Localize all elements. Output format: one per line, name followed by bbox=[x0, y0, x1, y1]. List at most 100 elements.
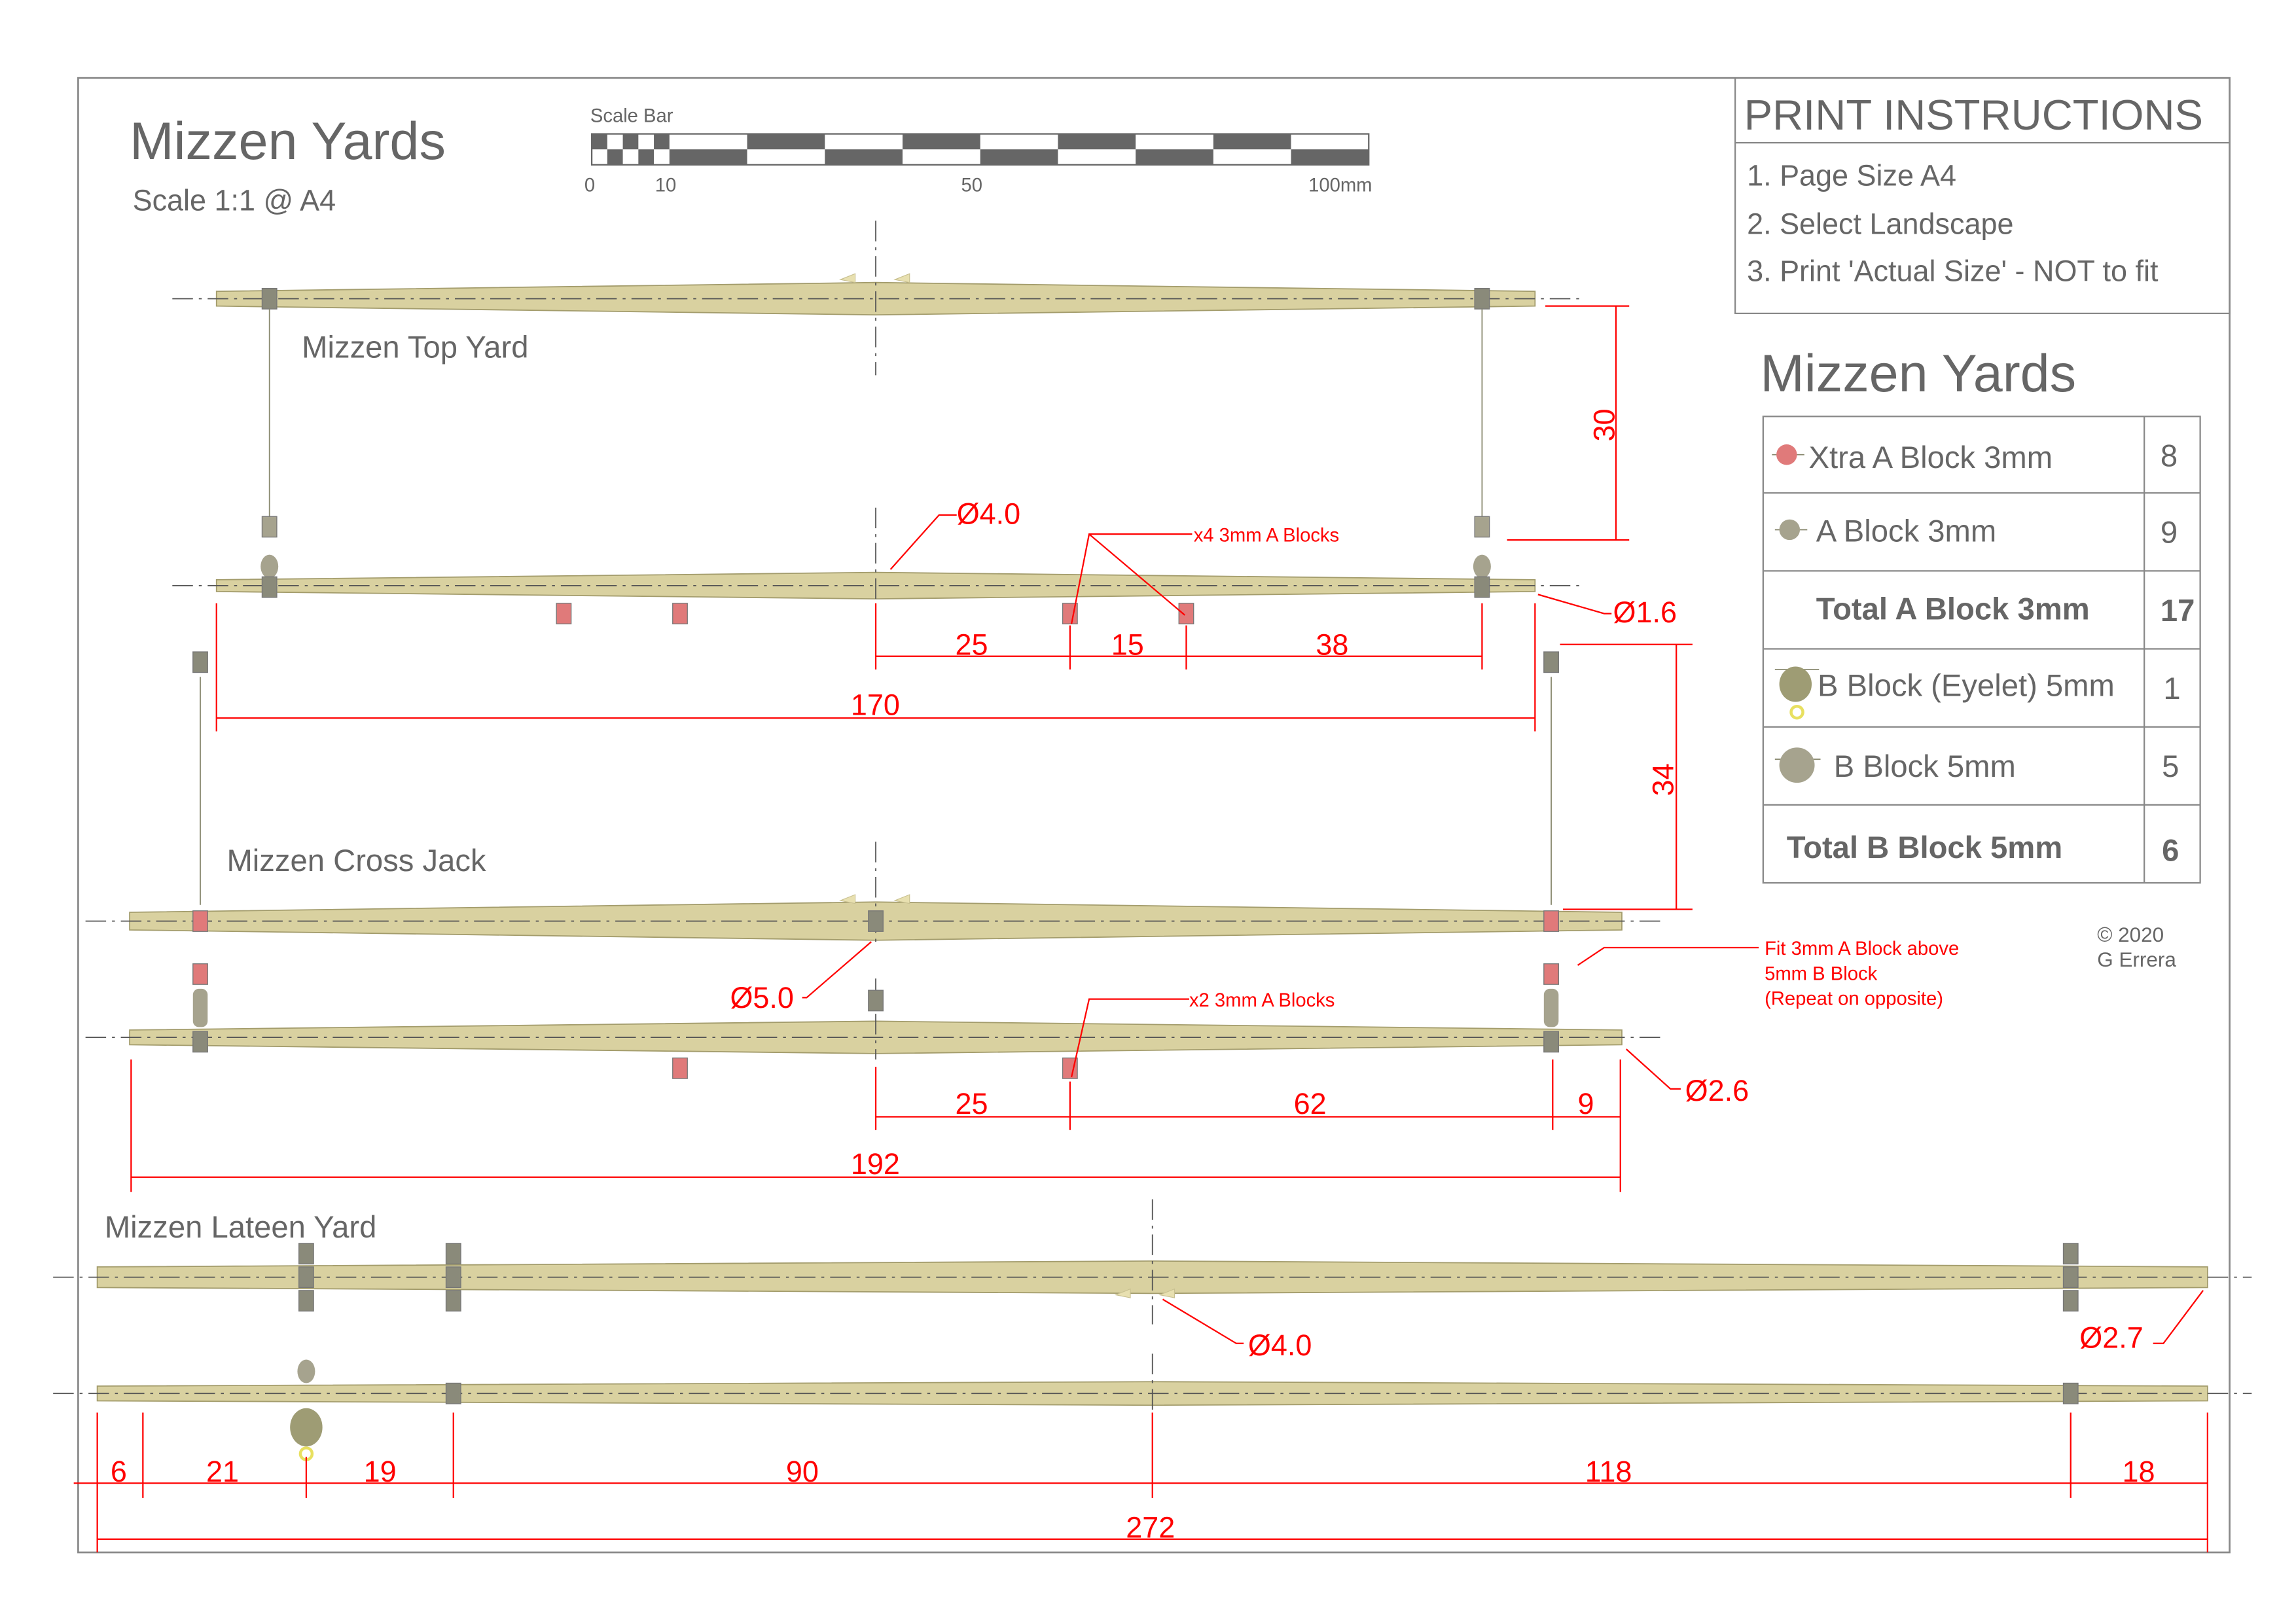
dim-value: 15 bbox=[1111, 628, 1144, 662]
instruction-3: 3. Print 'Actual Size' - NOT to fit bbox=[1747, 254, 2159, 287]
a-block bbox=[2062, 1243, 2079, 1265]
dim-value: 9 bbox=[1578, 1087, 1594, 1120]
parts-table: Mizzen Yards Xtra A Block 3mm A Block 3m… bbox=[1760, 344, 2201, 884]
scale-note: Scale 1:1 @ A4 bbox=[133, 184, 336, 217]
scale-bar-segment bbox=[622, 134, 639, 150]
xtra-a-block bbox=[1178, 603, 1194, 625]
cleat bbox=[1114, 1288, 1131, 1298]
b-block-icon bbox=[1774, 747, 1821, 783]
dim-value: 34 bbox=[1647, 763, 1680, 796]
instruction-2: 2. Select Landscape bbox=[1747, 207, 2013, 240]
scale-bar-segment bbox=[1136, 149, 1213, 165]
lateen-yard-label: Mizzen Lateen Yard bbox=[105, 1210, 376, 1245]
scale-bar-segment bbox=[654, 134, 670, 150]
top-yard-diameter: Ø4.0 bbox=[957, 497, 1020, 530]
scale-bar-segment bbox=[592, 134, 607, 150]
row-label: B Block (Eyelet) 5mm bbox=[1818, 668, 2115, 703]
cross-jack-note-2: 5mm B Block bbox=[1765, 963, 1877, 984]
scale-tick-0: 0 bbox=[584, 175, 595, 196]
row-qty: 6 bbox=[2162, 833, 2179, 868]
xtra-a-block bbox=[556, 603, 572, 625]
red-block-icon bbox=[1772, 444, 1804, 465]
a-block bbox=[261, 288, 278, 310]
b-block-eyelet bbox=[290, 1408, 323, 1447]
a-block bbox=[2062, 1382, 2079, 1404]
row-label: Total A Block 3mm bbox=[1816, 592, 2090, 627]
a-block bbox=[868, 910, 884, 932]
copyright-year: © 2020 bbox=[2097, 923, 2164, 946]
a-block bbox=[1474, 516, 1490, 538]
sheet-border bbox=[77, 77, 2231, 1554]
row-qty: 17 bbox=[2161, 594, 2195, 628]
scale-bar-segment bbox=[669, 149, 747, 165]
row-qty: 9 bbox=[2161, 516, 2178, 550]
a-block bbox=[261, 516, 278, 538]
row-qty: 1 bbox=[2163, 671, 2180, 706]
xtra-a-block bbox=[1543, 963, 1559, 985]
a-block bbox=[298, 1243, 314, 1265]
xtra-a-block bbox=[672, 603, 688, 625]
scale-bar-segment bbox=[747, 134, 825, 150]
scale-bar-segment bbox=[825, 149, 903, 165]
xtra-a-block bbox=[672, 1057, 688, 1079]
a-block bbox=[1543, 1031, 1559, 1053]
cleat bbox=[893, 273, 910, 283]
a-block bbox=[2062, 1266, 2079, 1289]
dim-value: 21 bbox=[206, 1455, 239, 1488]
dimension-lines bbox=[73, 305, 2208, 1553]
dim-value: 25 bbox=[955, 1087, 988, 1120]
parts-table-title: Mizzen Yards bbox=[1760, 344, 2076, 403]
a-block bbox=[1473, 554, 1491, 579]
row-qty: 5 bbox=[2162, 749, 2179, 784]
xtra-a-block bbox=[1062, 603, 1078, 625]
xtra-a-block bbox=[192, 910, 208, 932]
print-instructions: PRINT INSTRUCTIONS 1. Page Size A4 2. Se… bbox=[1734, 77, 2231, 315]
scale-tick-10: 10 bbox=[655, 175, 677, 196]
scale-bar: Scale Bar 0 10 50 100mm bbox=[584, 106, 1372, 196]
row-label: Xtra A Block 3mm bbox=[1809, 440, 2053, 475]
dim-value: 18 bbox=[2122, 1455, 2155, 1488]
top-yard-blocks-note: x4 3mm A Blocks bbox=[1194, 525, 1339, 546]
xtra-a-block bbox=[192, 963, 208, 985]
scale-tick-100: 100mm bbox=[1308, 175, 1372, 196]
cross-jack-diameter: Ø5.0 bbox=[730, 981, 793, 1014]
b-block bbox=[192, 988, 208, 1027]
dim-value: 6 bbox=[111, 1455, 127, 1488]
instruction-1: 1. Page Size A4 bbox=[1747, 158, 1956, 192]
scale-bar-segment bbox=[607, 149, 623, 165]
a-block bbox=[445, 1382, 461, 1404]
row-label: B Block 5mm bbox=[1834, 749, 2016, 784]
a-block bbox=[445, 1266, 461, 1289]
a-block bbox=[298, 1290, 314, 1312]
dim-value: 25 bbox=[955, 628, 988, 662]
row-qty: 8 bbox=[2161, 439, 2178, 474]
yard-drawings bbox=[53, 221, 2252, 1461]
top-yard-label: Mizzen Top Yard bbox=[302, 330, 528, 365]
scale-bar-segment bbox=[638, 149, 655, 165]
a-block bbox=[192, 1031, 208, 1053]
row-label: A Block 3mm bbox=[1816, 514, 1996, 548]
a-block bbox=[445, 1290, 461, 1312]
cleat bbox=[839, 894, 856, 904]
copyright-author: G Errera bbox=[2097, 948, 2176, 971]
a-block bbox=[260, 554, 279, 579]
a-block bbox=[298, 1266, 314, 1289]
lateen-diameter: Ø4.0 bbox=[1248, 1329, 1312, 1362]
dim-value: 192 bbox=[851, 1147, 900, 1181]
dim-value: 118 bbox=[1585, 1455, 1632, 1488]
scale-bar-segment bbox=[1213, 134, 1291, 150]
print-instructions-title: PRINT INSTRUCTIONS bbox=[1744, 91, 2203, 139]
scale-bar-segment bbox=[1291, 149, 1369, 165]
cross-jack-note-3: (Repeat on opposite) bbox=[1765, 989, 1943, 1010]
dim-value: 272 bbox=[1126, 1511, 1175, 1544]
scale-bar-label: Scale Bar bbox=[590, 106, 673, 127]
dim-value: 19 bbox=[364, 1455, 397, 1488]
dim-value: 90 bbox=[786, 1455, 819, 1488]
a-block bbox=[2062, 1290, 2079, 1312]
b-block-eyelet-icon bbox=[1774, 666, 1820, 720]
scale-bar-segment bbox=[902, 134, 980, 150]
a-block bbox=[1474, 576, 1490, 598]
scale-tick-50: 50 bbox=[961, 175, 982, 196]
a-block bbox=[445, 1243, 461, 1265]
